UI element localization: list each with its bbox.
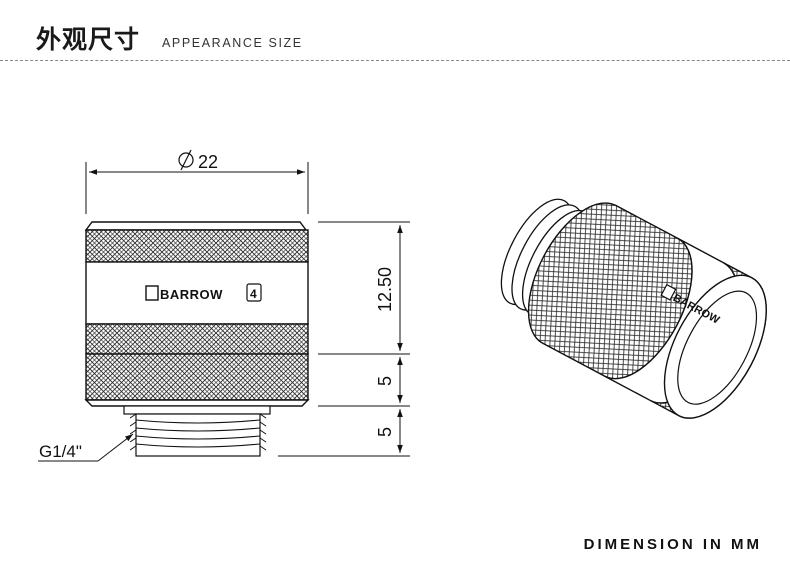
height-dimensions: 12.50 5 5 — [278, 221, 410, 457]
iso-bore — [677, 290, 758, 405]
page-title: 外观尺寸 — [36, 25, 141, 54]
diameter-symbol-icon — [178, 152, 194, 168]
upper-knurl-band — [85, 229, 309, 263]
bottom-chamfer — [84, 399, 310, 407]
logo-mark-text: 4 — [250, 287, 257, 301]
height-body-value: 12.50 — [375, 267, 395, 312]
thread — [129, 413, 267, 457]
barrow-logo: BARROW 4 — [145, 283, 262, 302]
logo-brand-text: BARROW — [160, 287, 223, 302]
height-thread-value: 5 — [375, 427, 395, 437]
units-note: DIMENSION IN MM — [583, 536, 762, 553]
smooth-band — [85, 261, 309, 325]
top-cap-outline — [84, 221, 308, 231]
diameter-dimension: 22 — [85, 149, 309, 214]
height-ring-value: 5 — [375, 376, 395, 386]
lower-knurl-band-2 — [85, 353, 309, 401]
lower-knurl-band-1 — [85, 323, 309, 355]
neck — [123, 405, 271, 415]
isometric-view: BARROW — [500, 198, 767, 419]
header-divider — [0, 60, 790, 61]
diameter-value: 22 — [198, 152, 218, 172]
header: 外观尺寸 APPEARANCE SIZE — [0, 0, 790, 64]
page-subtitle: APPEARANCE SIZE — [162, 36, 303, 50]
thread-spec: G1/4" — [39, 442, 82, 461]
front-view: BARROW 4 22 12.50 5 5 — [38, 149, 410, 462]
thread-callout: G1/4" — [38, 433, 134, 462]
